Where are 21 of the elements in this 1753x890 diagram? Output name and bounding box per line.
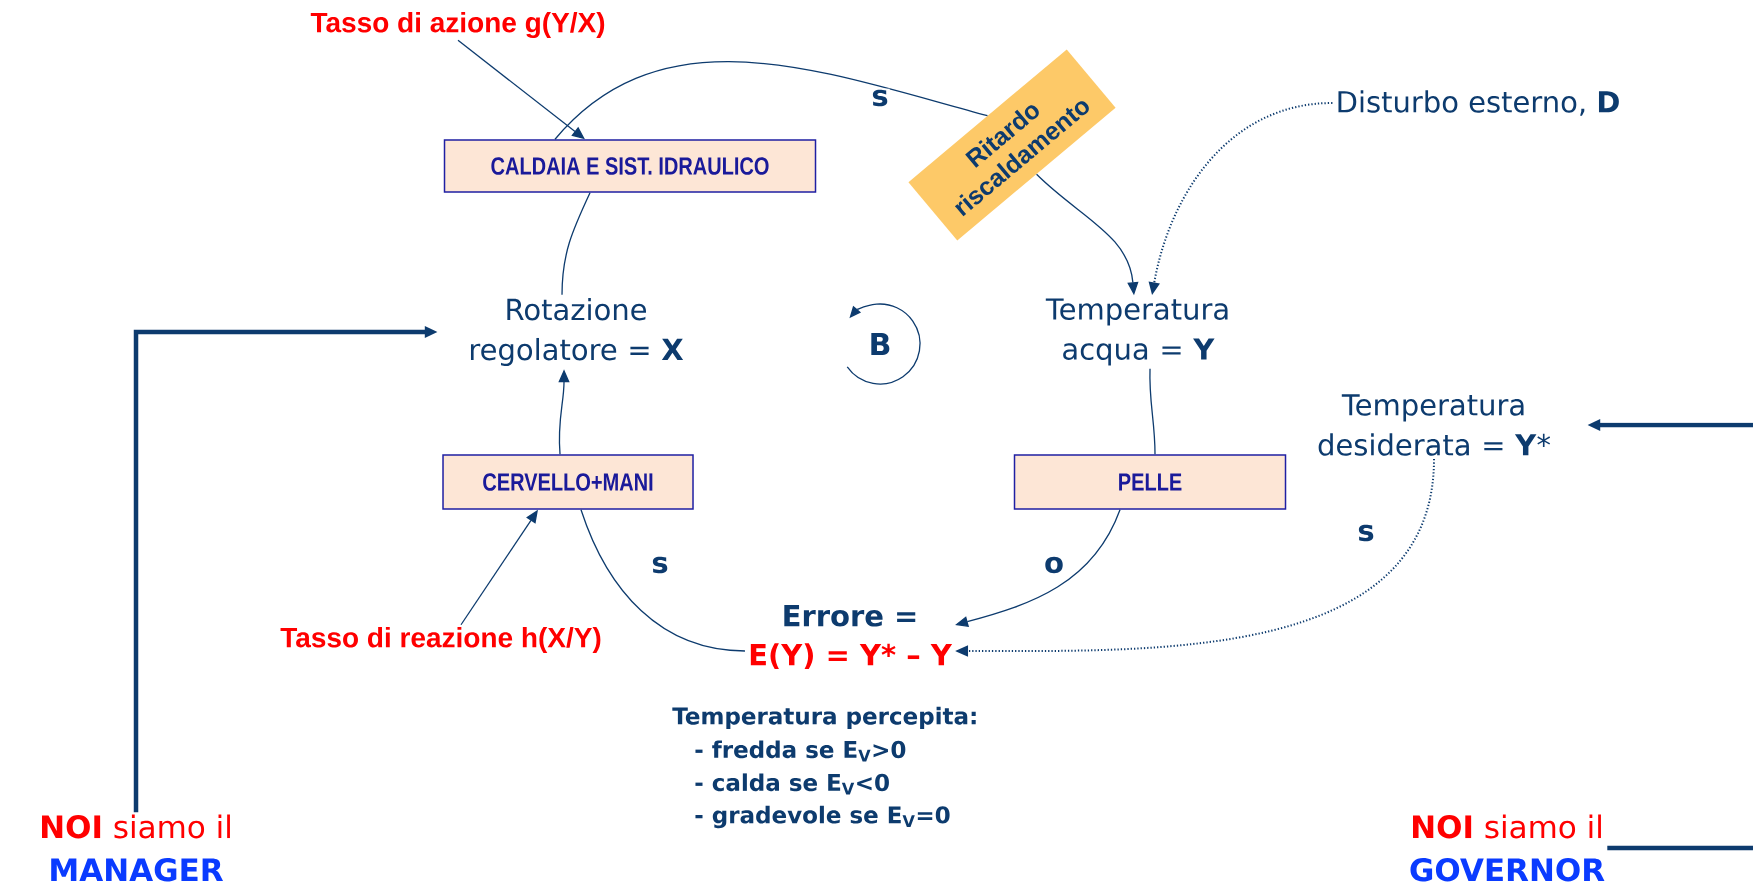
note-text: Temperatura percepita: — [672, 706, 976, 730]
variable-text: Temperatura acqua = Y — [1045, 298, 1228, 366]
note-text: - calda se E$_{V}$<0 — [695, 773, 889, 795]
edge-label: s — [1356, 523, 1376, 543]
edge-label: s — [650, 555, 670, 575]
role-text: NOI siamo il MANAGER — [42, 814, 230, 882]
variable-text: Temperatura desiderata = Y* — [1318, 394, 1551, 456]
edge-label: o — [1043, 555, 1065, 575]
variable-text: Disturbo esterno, D — [1338, 90, 1619, 116]
edge-label: s — [870, 88, 890, 108]
process-box: CALDAIA E SIST. IDRAULICO — [443, 139, 817, 193]
rate-label: Tasso di reazione h(X/Y) — [280, 626, 601, 654]
rate-label: Tasso di azione g(Y/X) — [310, 11, 605, 39]
error-formula: Errore = E(Y) = Y* – Y — [750, 605, 953, 669]
note-text: - gradevole se E$_{V}$=0 — [695, 805, 950, 829]
process-box: PELLE — [1013, 454, 1287, 510]
process-box: CERVELLO+MANI — [442, 454, 694, 510]
note-text: - fredda se E$_{V}$>0 — [695, 740, 906, 762]
role-text: NOI siamo il GOVERNOR — [1410, 814, 1605, 882]
loop-label: B — [871, 333, 890, 355]
variable-text: Rotazione regolatore = X — [471, 297, 684, 367]
